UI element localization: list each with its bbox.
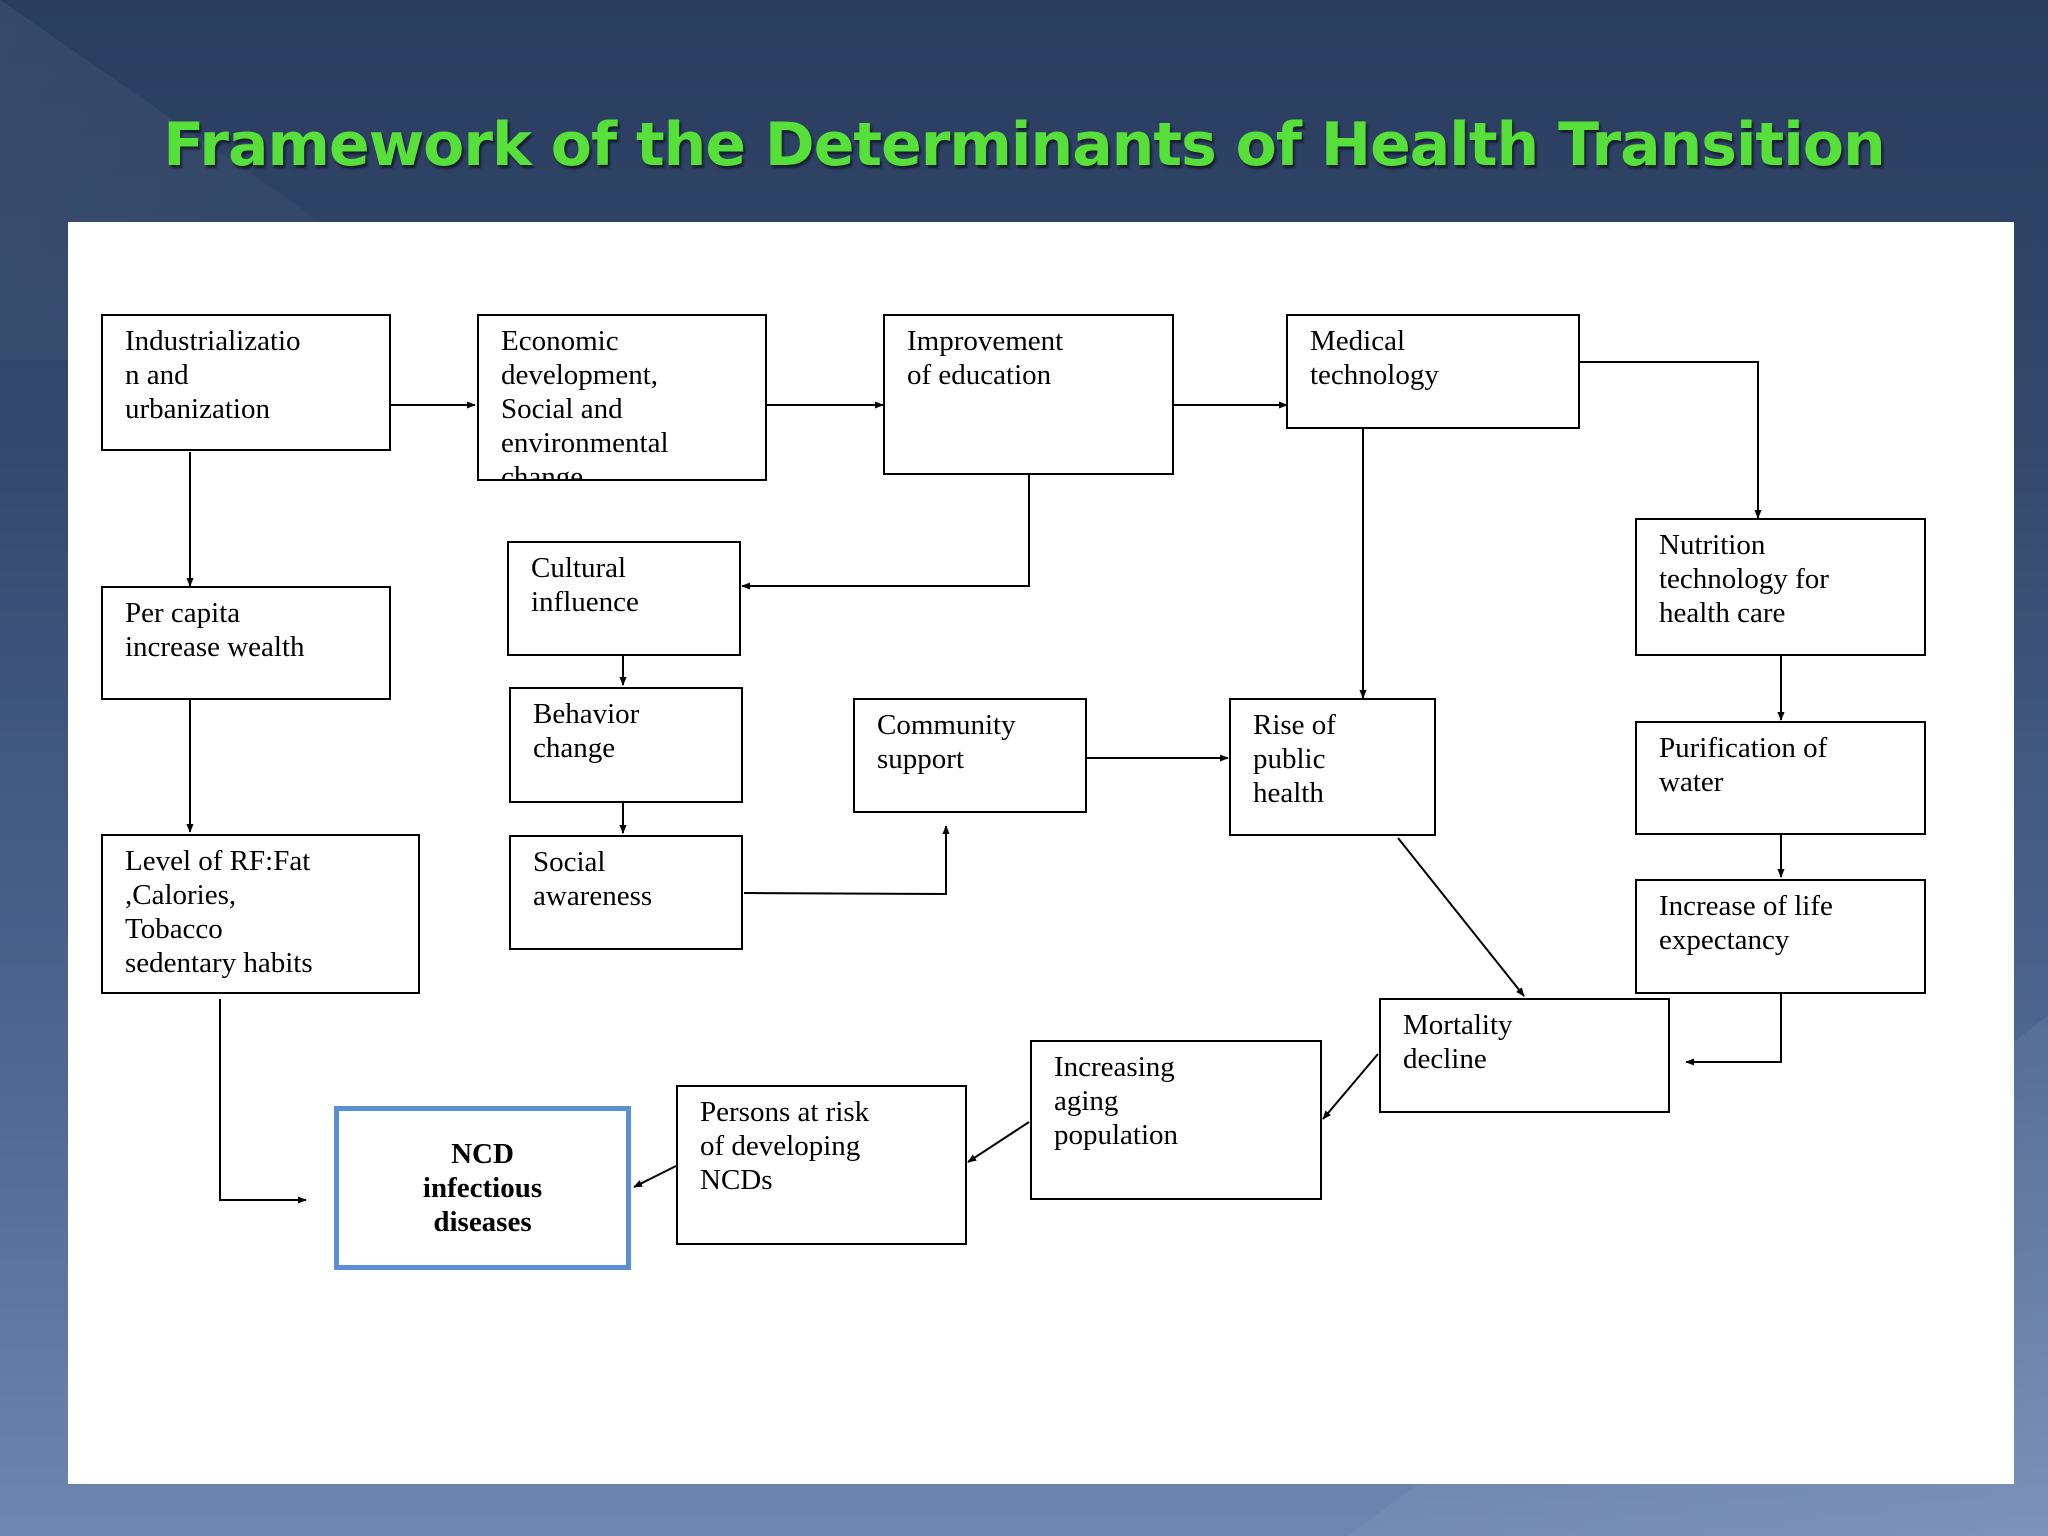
edge-lifeexpectancy-mortality [1685, 993, 1782, 1066]
node-persons-at-risk: Persons at risk of developing NCDs [676, 1085, 967, 1245]
node-purification-water: Purification of water [1635, 721, 1926, 835]
node-rise-public-health: Rise of public health [1229, 698, 1436, 836]
node-per-capita-wealth: Per capita increase wealth [101, 586, 391, 700]
node-social-awareness: Social awareness [509, 835, 743, 950]
edge-education-cultural [741, 474, 1030, 590]
node-increasing-aging: Increasing aging population [1030, 1040, 1322, 1200]
node-behavior-change: Behavior change [509, 687, 743, 803]
node-economic-development: Economic development, Social and environ… [477, 314, 767, 481]
edge-social-community [743, 825, 950, 896]
node-industrialization: Industrializatio n and urbanization [101, 314, 391, 451]
node-nutrition-technology: Nutrition technology for health care [1635, 518, 1926, 656]
diagram-panel: Industrializatio n and urbanization Econ… [68, 222, 2014, 1484]
node-medical-technology: Medical technology [1286, 314, 1580, 429]
edge-persons-ncd [633, 1165, 677, 1188]
node-community-support: Community support [853, 698, 1087, 813]
node-life-expectancy: Increase of life expectancy [1635, 879, 1926, 994]
edge-aging-persons [967, 1121, 1030, 1163]
edge-mortality-aging [1322, 1053, 1379, 1120]
node-improvement-education: Improvement of education [883, 314, 1174, 475]
edge-medical-nutrition [1580, 361, 1762, 519]
slide-title: Framework of the Determinants of Health … [163, 110, 1885, 180]
edge-riskfactors-ncd [219, 999, 307, 1204]
node-risk-factors: Level of RF:Fat ,Calories, Tobacco seden… [101, 834, 420, 994]
edge-publichealth-mortality [1397, 837, 1525, 997]
node-mortality-decline: Mortality decline [1379, 998, 1670, 1113]
connector-layer [186, 361, 1785, 1204]
node-ncd-infectious-diseases: NCD infectious diseases [334, 1106, 631, 1270]
node-cultural-influence: Cultural influence [507, 541, 741, 656]
